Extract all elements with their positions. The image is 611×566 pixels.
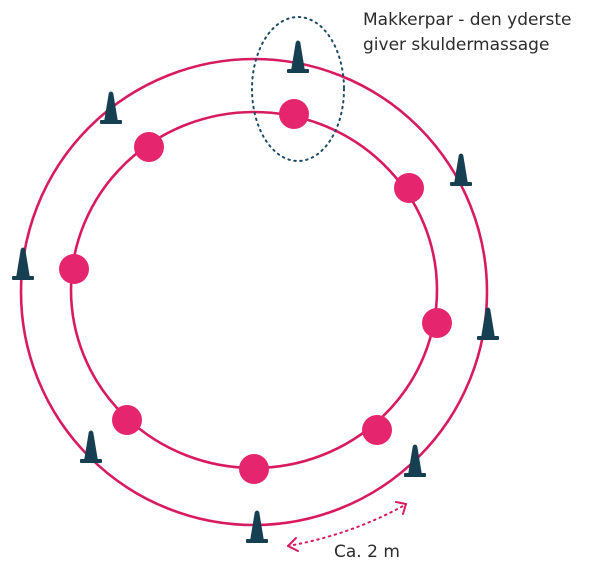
person-marker (394, 173, 424, 203)
pair-annotation: Makkerpar - den yderste giver skuldermas… (363, 8, 571, 58)
cone-icon (246, 510, 268, 543)
person-marker (59, 254, 89, 284)
pair-annotation-line-1: Makkerpar - den yderste (363, 10, 572, 30)
outer-cones (12, 40, 499, 543)
person-marker (239, 454, 269, 484)
cone-icon (477, 307, 499, 340)
person-marker (112, 405, 142, 435)
inner-people (59, 99, 452, 484)
person-marker (422, 308, 452, 338)
cone-icon (404, 444, 426, 477)
distance-arrow-icon (287, 501, 407, 552)
distance-label: Ca. 2 m (334, 542, 400, 562)
pair-annotation-line-2: giver skuldermassage (363, 35, 550, 55)
cone-icon (287, 40, 309, 73)
cone-icon (80, 430, 102, 463)
cone-icon (12, 247, 34, 280)
person-marker (279, 99, 309, 129)
cone-icon (100, 91, 122, 124)
cone-icon (450, 153, 472, 186)
person-marker (362, 415, 392, 445)
pair-highlight-ellipse (251, 16, 345, 162)
person-marker (134, 132, 164, 162)
